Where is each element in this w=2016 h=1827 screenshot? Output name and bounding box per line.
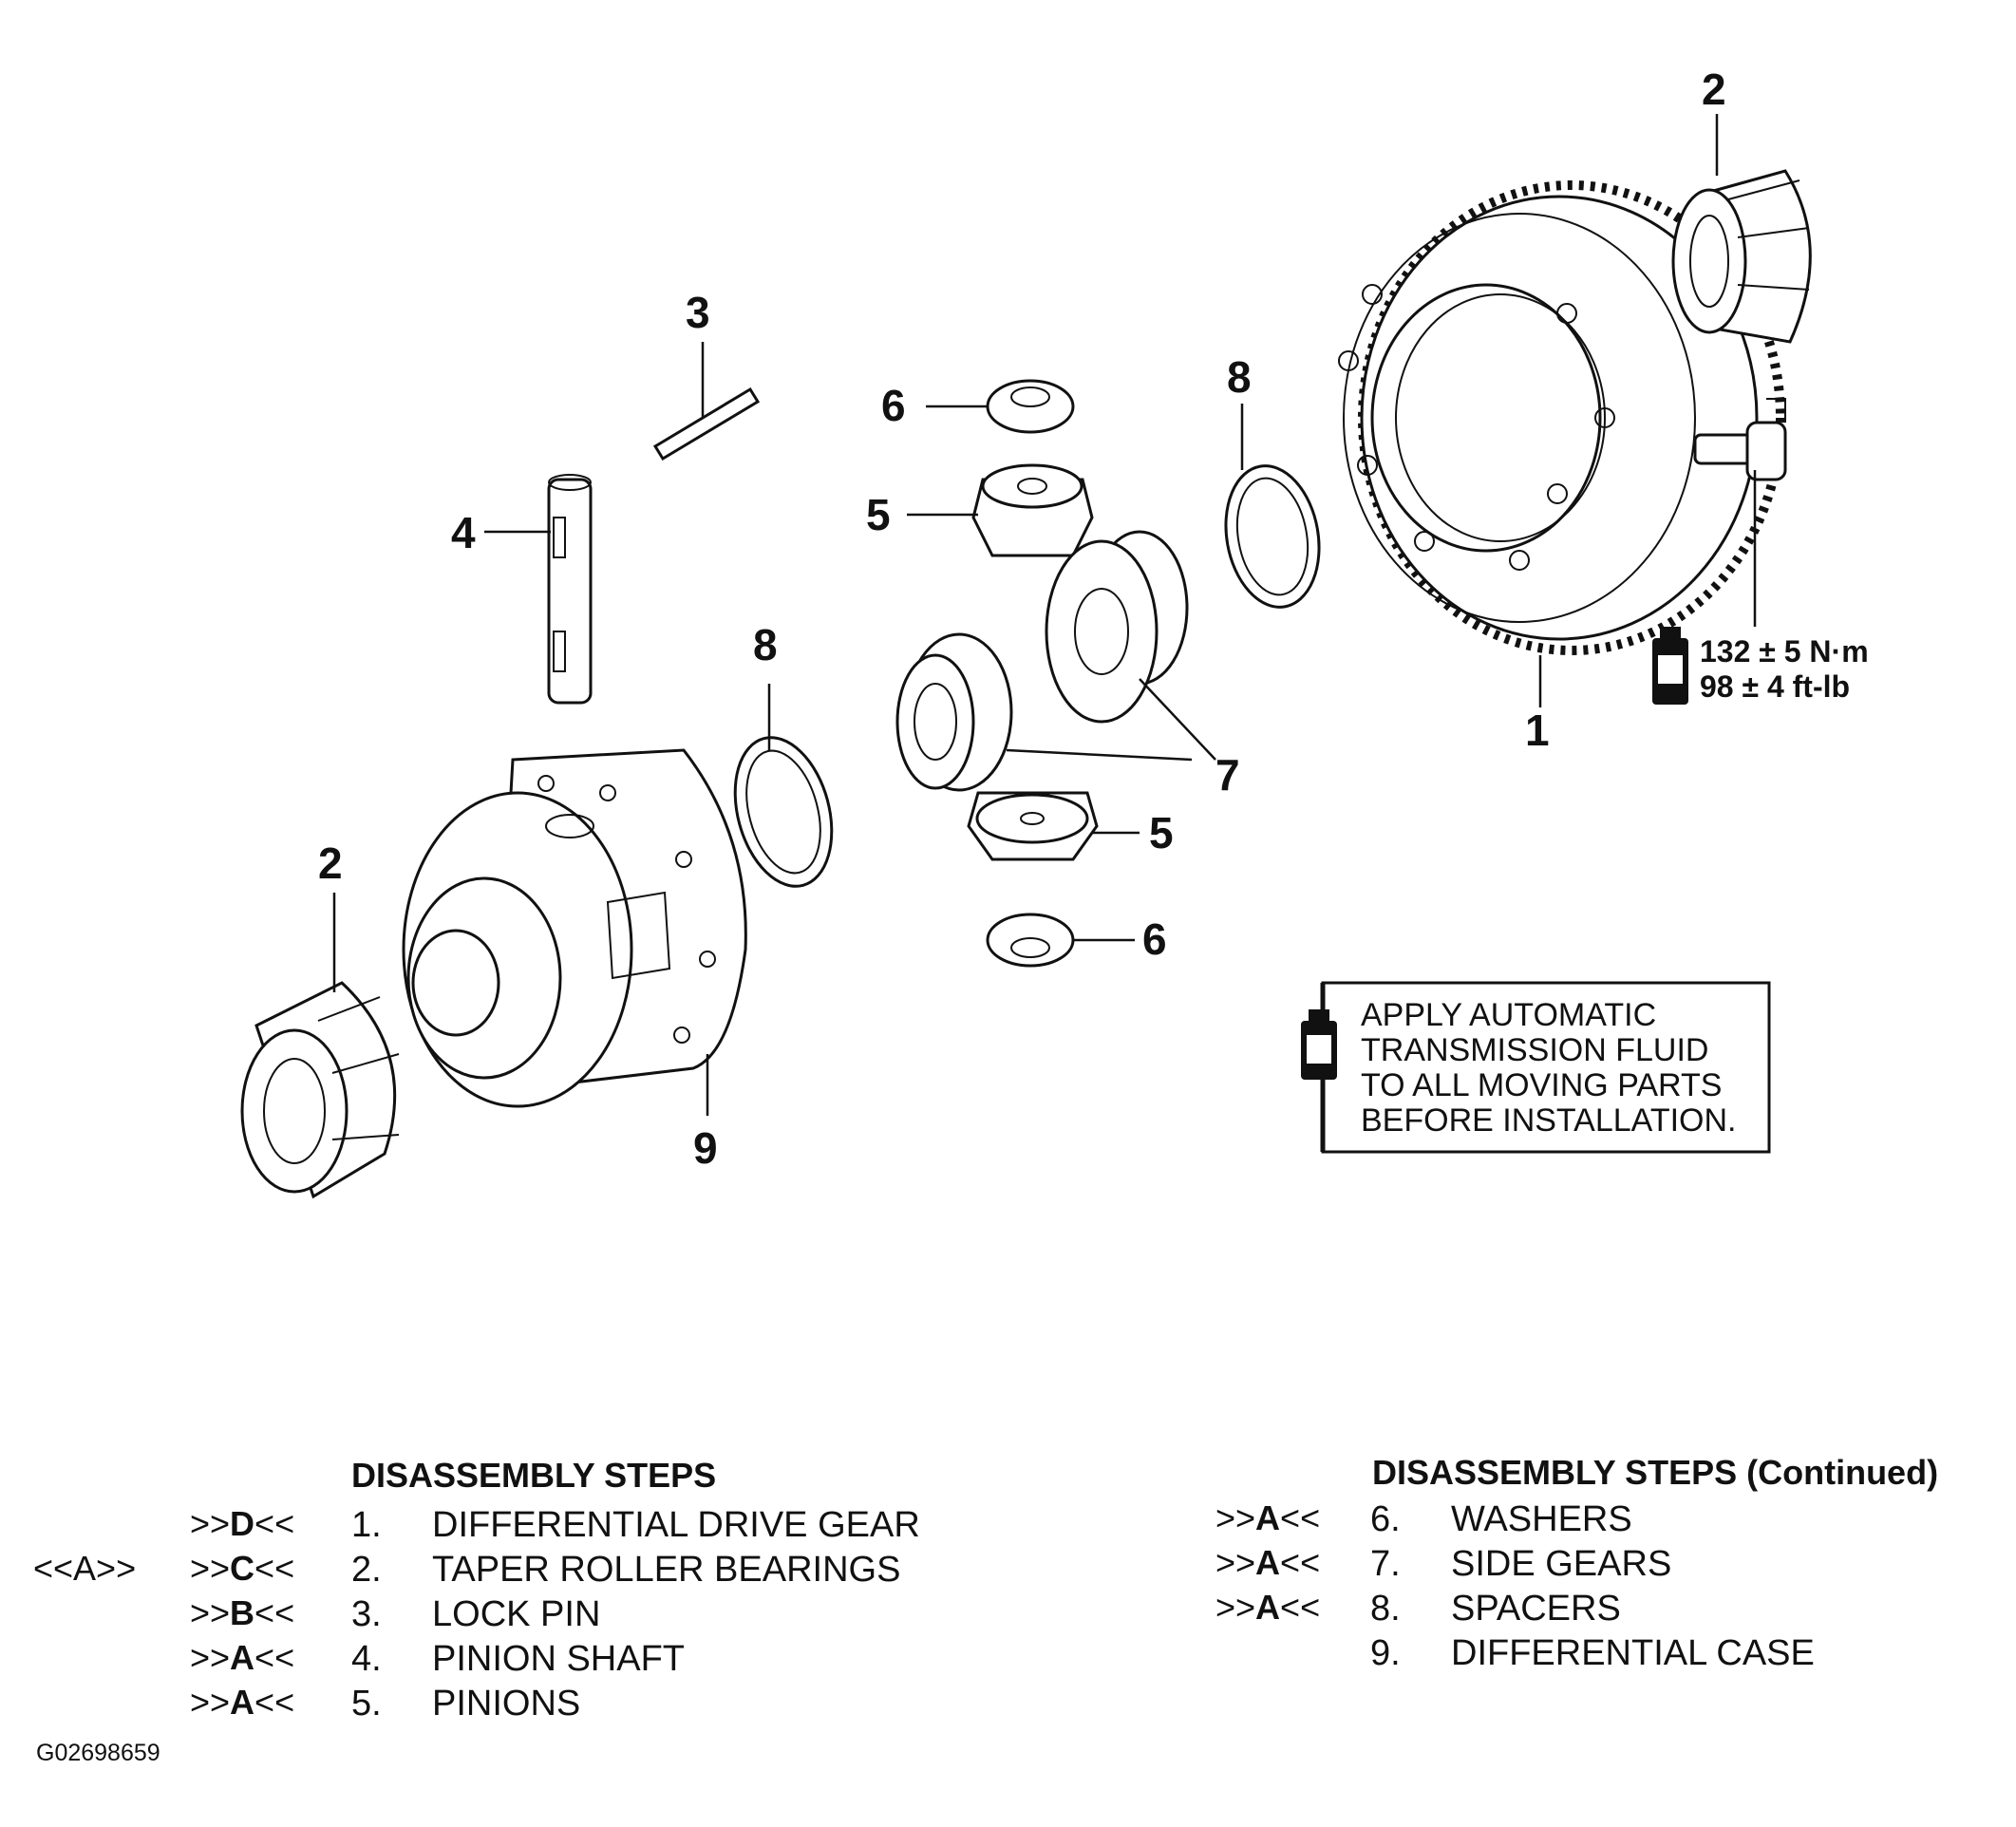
pinion-top xyxy=(971,463,1094,557)
pinion-shaft xyxy=(547,474,593,705)
note-line-4: BEFORE INSTALLATION. xyxy=(1361,1102,1736,1139)
removal-code: >>A<< xyxy=(190,1683,295,1722)
torque-imperial: 98 ± 4 ft-lb xyxy=(1700,669,1850,704)
step-name: SPACERS xyxy=(1451,1589,1621,1629)
differential-case xyxy=(402,748,747,1108)
callout-3: 3 xyxy=(686,288,710,337)
callout-4: 4 xyxy=(451,508,476,557)
removal-code: >>C<< xyxy=(190,1549,295,1588)
callout-8-right: 8 xyxy=(1227,352,1252,402)
note-line-1: APPLY AUTOMATIC xyxy=(1361,997,1656,1033)
note-line-3: TO ALL MOVING PARTS xyxy=(1361,1067,1722,1103)
fluid-bottle-icon xyxy=(1301,1009,1337,1080)
step-number: 5. xyxy=(351,1684,382,1723)
torque-spec: 132 ± 5 N·m 98 ± 4 ft-lb xyxy=(1652,627,1869,705)
step-number: 7. xyxy=(1370,1544,1401,1584)
removal-code: >>D<< xyxy=(190,1504,295,1543)
side-gear-upper xyxy=(1045,530,1189,724)
step-name: TAPER ROLLER BEARINGS xyxy=(432,1550,901,1590)
callout-6-top: 6 xyxy=(881,381,906,430)
step-name: PINIONS xyxy=(432,1684,581,1723)
removal-code: >>A<< xyxy=(1215,1588,1321,1627)
step-name: PINION SHAFT xyxy=(432,1639,686,1679)
step-number: 8. xyxy=(1370,1589,1401,1629)
callout-9: 9 xyxy=(693,1123,718,1173)
fluid-bottle-icon xyxy=(1652,627,1688,705)
step-number: 1. xyxy=(351,1505,382,1545)
legend-right-title: DISASSEMBLY STEPS (Continued) xyxy=(1372,1453,1939,1492)
callout-5-bottom: 5 xyxy=(1149,808,1174,857)
callout-1: 1 xyxy=(1525,706,1550,755)
callout-6-bottom: 6 xyxy=(1142,914,1167,964)
callout-2-left: 2 xyxy=(318,838,343,888)
step-name: LOCK PIN xyxy=(432,1594,601,1634)
torque-metric: 132 ± 5 N·m xyxy=(1700,634,1869,669)
note-line-2: TRANSMISSION FLUID xyxy=(1361,1032,1708,1068)
callout-5-top: 5 xyxy=(866,490,891,539)
lock-pin xyxy=(652,386,761,461)
legend-left-title: DISASSEMBLY STEPS xyxy=(351,1456,717,1495)
step-number: 3. xyxy=(351,1594,382,1634)
callout-7: 7 xyxy=(1215,750,1240,800)
step-name: DIFFERENTIAL DRIVE GEAR xyxy=(432,1505,920,1545)
step-number: 2. xyxy=(351,1550,382,1590)
differential-drive-gear xyxy=(1338,180,1785,655)
removal-code: >>B<< xyxy=(190,1593,295,1632)
removal-code: >>A<< xyxy=(1215,1498,1321,1537)
removal-code: >>A<< xyxy=(1215,1543,1321,1582)
callout-2-top: 2 xyxy=(1702,65,1726,114)
installation-code: <<A>> xyxy=(33,1549,137,1588)
side-gear-lower xyxy=(895,632,1013,792)
pinion-bottom xyxy=(967,791,1099,861)
step-name: DIFFERENTIAL CASE xyxy=(1451,1633,1815,1673)
step-number: 4. xyxy=(351,1639,382,1679)
spacer-right xyxy=(1224,464,1321,609)
step-number: 9. xyxy=(1370,1633,1401,1673)
figure-id: G02698659 xyxy=(36,1740,160,1766)
gear-bolt xyxy=(1693,398,1787,481)
spacer-left xyxy=(733,736,834,888)
taper-roller-bearing-left xyxy=(240,981,400,1199)
callout-8-left: 8 xyxy=(753,620,778,669)
step-name: SIDE GEARS xyxy=(1451,1544,1672,1584)
step-number: 6. xyxy=(1370,1499,1401,1539)
taper-roller-bearing-right xyxy=(1671,169,1812,344)
removal-code: >>A<< xyxy=(190,1638,295,1677)
fluid-note-box: APPLY AUTOMATIC TRANSMISSION FLUID TO AL… xyxy=(1301,981,1771,1154)
step-name: WASHERS xyxy=(1451,1499,1632,1539)
